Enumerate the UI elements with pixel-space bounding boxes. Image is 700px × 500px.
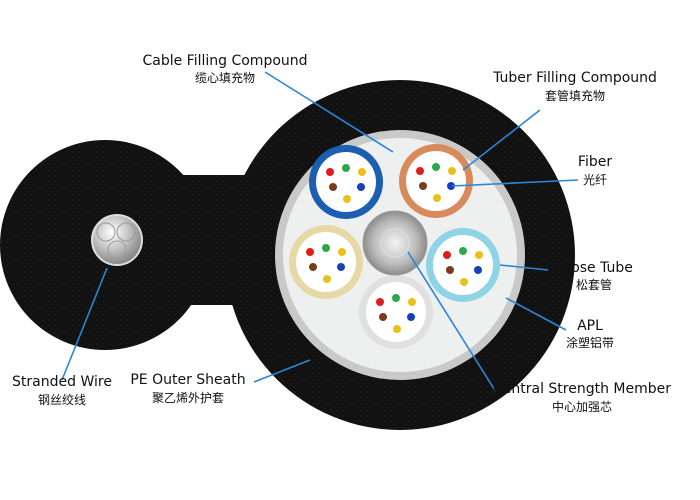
central-strength-member: [362, 210, 428, 276]
fiber: [407, 313, 415, 321]
label-tuber-filling-compound: Tuber Filling Compound 套管填充物: [492, 70, 657, 103]
fiber: [376, 298, 384, 306]
label-cn: 钢丝绞线: [38, 392, 86, 407]
leader-lines: [61, 71, 579, 393]
label-en: Loose Tube: [555, 260, 633, 276]
leader-apl: [505, 297, 567, 331]
fiber: [343, 195, 351, 203]
fiber: [460, 278, 468, 286]
loose-tube-orange: [399, 144, 473, 218]
label-en: Stranded Wire: [12, 374, 112, 390]
leader-stranded-wire: [61, 267, 108, 381]
fiber: [393, 325, 401, 333]
loose-tube-blue: [309, 145, 383, 219]
fiber: [337, 263, 345, 271]
fiber: [446, 266, 454, 274]
label-cn: 聚乙烯外护套: [152, 391, 224, 405]
label-en: APL: [577, 318, 603, 334]
fiber: [323, 275, 331, 283]
label-central-strength-member: Central Strength Member 中心加强芯: [493, 381, 671, 414]
label-en: Tuber Filling Compound: [492, 70, 657, 86]
fiber: [443, 251, 451, 259]
fiber: [474, 266, 482, 274]
fiber: [329, 183, 337, 191]
label-loose-tube: Loose Tube 松套管: [555, 260, 633, 292]
fiber: [306, 248, 314, 256]
leader-loose-tube: [499, 264, 549, 271]
fiber: [392, 294, 400, 302]
label-en: Central Strength Member: [493, 381, 671, 397]
label-apl: APL 涂塑铝带: [566, 318, 614, 350]
fiber: [338, 248, 346, 256]
fiber: [326, 168, 334, 176]
leader-cable-filling: [264, 71, 394, 153]
label-pe-outer-sheath: PE Outer Sheath 聚乙烯外护套: [130, 372, 245, 405]
loose-tube-white: [359, 275, 433, 349]
label-cn: 缆心填充物: [195, 70, 255, 85]
label-en: Cable Filling Compound: [142, 53, 307, 69]
fiber: [322, 244, 330, 252]
fiber: [358, 168, 366, 176]
fiber: [408, 298, 416, 306]
fiber: [433, 194, 441, 202]
fiber: [379, 313, 387, 321]
fiber: [459, 247, 467, 255]
label-cn: 中心加强芯: [552, 399, 612, 414]
leader-fiber: [451, 179, 579, 187]
loose-tube-cream: [289, 225, 363, 299]
fiber: [475, 251, 483, 259]
label-cable-filling-compound: Cable Filling Compound 缆心填充物: [142, 53, 307, 85]
fiber: [448, 167, 456, 175]
label-cn: 松套管: [576, 277, 612, 292]
fiber: [432, 163, 440, 171]
fiber: [357, 183, 365, 191]
leader-central-strength: [407, 251, 497, 393]
label-cn: 套管填充物: [545, 88, 605, 103]
fibers: [306, 163, 483, 333]
loose-tube-aqua: [426, 228, 500, 302]
fiber: [416, 167, 424, 175]
label-fiber: Fiber 光纤: [578, 154, 612, 187]
leader-pe-outer-sheath: [253, 359, 311, 383]
label-stranded-wire: Stranded Wire 钢丝绞线: [12, 374, 112, 407]
label-cn: 光纤: [583, 173, 607, 187]
stranded-wire: [91, 214, 143, 266]
label-en: Fiber: [578, 154, 612, 170]
fiber: [342, 164, 350, 172]
fiber: [309, 263, 317, 271]
label-cn: 涂塑铝带: [566, 335, 614, 350]
leader-tuber-filling: [462, 109, 541, 171]
label-en: PE Outer Sheath: [130, 372, 245, 388]
fiber: [447, 182, 455, 190]
fiber: [419, 182, 427, 190]
